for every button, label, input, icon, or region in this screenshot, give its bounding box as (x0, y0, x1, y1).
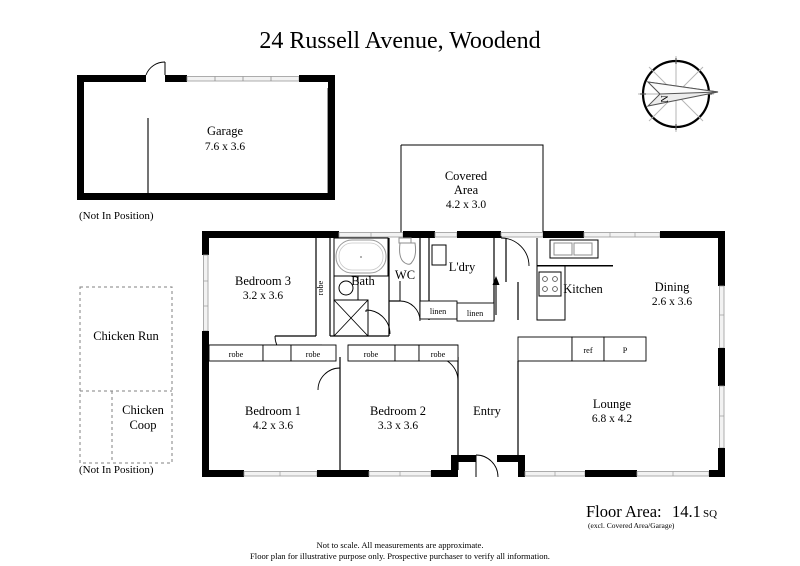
chicken-coop-label-1: Chicken (122, 403, 164, 417)
robe-label-3: robe (364, 350, 379, 359)
room-label-wc: WC (395, 268, 415, 282)
room-dim-bedroom-3: 3.2 x 3.6 (243, 290, 284, 302)
room-dim-dining: 2.6 x 3.6 (652, 296, 693, 308)
cabinet-labels: robe robe robe robe linen linen ref P (229, 307, 628, 359)
bathroom-fixtures: robe (316, 237, 389, 337)
floor-area-value: 14.1 (672, 502, 701, 521)
room-label-kitchen: Kitchen (563, 282, 603, 296)
room-dim-bedroom-1: 4.2 x 3.6 (253, 420, 294, 432)
robe-label-4: robe (431, 350, 446, 359)
compass-rose: N (638, 56, 719, 132)
room-label-lounge: Lounge (593, 397, 632, 411)
page-title: 24 Russell Avenue, Woodend (259, 28, 540, 54)
house-outer-walls (202, 231, 725, 478)
floor-area-label: Floor Area: (586, 502, 662, 521)
robe-label-2: robe (306, 350, 321, 359)
linen-label-1: linen (430, 307, 446, 316)
room-dim-lounge: 6.8 x 4.2 (592, 413, 633, 425)
robe-label-1: robe (229, 350, 244, 359)
laundry-fixtures (431, 244, 500, 315)
garage-position-note: (Not In Position) (79, 210, 154, 222)
fridge-label: ref (583, 346, 592, 355)
room-label-bedroom-1: Bedroom 1 (245, 404, 301, 418)
linen-label-2: linen (467, 309, 483, 318)
covered-area-dimensions: 4.2 x 3.0 (446, 199, 487, 211)
room-label-bedroom-3: Bedroom 3 (235, 274, 291, 288)
room-label-bedroom-2: Bedroom 2 (370, 404, 426, 418)
garage-label: Garage (207, 124, 244, 138)
room-label-entry: Entry (473, 404, 502, 418)
chicken-run-label: Chicken Run (93, 329, 159, 343)
covered-area-block: Covered Area 4.2 x 3.0 (400, 144, 544, 233)
room-dim-bedroom-2: 3.3 x 3.6 (378, 420, 419, 432)
floor-area-exclusion: (excl. Covered Area/Garage) (588, 521, 675, 530)
garage-block: Garage 7.6 x 3.6 (77, 61, 335, 200)
compass-north-label: N (660, 95, 671, 102)
floor-area-unit: SQ (703, 508, 717, 520)
floor-area-block: Floor Area: 14.1 SQ (excl. Covered Area/… (586, 502, 717, 530)
chicken-enclosure-block: Chicken Run Chicken Coop (79, 286, 173, 464)
bath-robe-label: robe (316, 280, 325, 295)
room-label-dining: Dining (655, 280, 690, 294)
disclaimer-block: Not to scale. All measurements are appro… (250, 540, 550, 561)
wc-fixtures (398, 237, 417, 265)
kitchen-fixtures (517, 238, 647, 362)
room-label-laundry: L'dry (449, 260, 476, 274)
interior-partitions (208, 236, 530, 470)
disclaimer-line-1: Not to scale. All measurements are appro… (316, 540, 483, 550)
room-label-bath: Bath (351, 274, 375, 288)
garage-dimensions: 7.6 x 3.6 (205, 141, 246, 153)
covered-area-label-1: Covered (445, 169, 488, 183)
disclaimer-line-2: Floor plan for illustrative purpose only… (250, 551, 550, 561)
room-labels: Bedroom 3 3.2 x 3.6 Bath WC L'dry Kitche… (235, 260, 692, 432)
covered-area-label-2: Area (454, 183, 479, 197)
pantry-label: P (623, 346, 628, 355)
chicken-coop-label-2: Coop (129, 418, 156, 432)
chicken-position-note: (Not In Position) (79, 464, 154, 476)
